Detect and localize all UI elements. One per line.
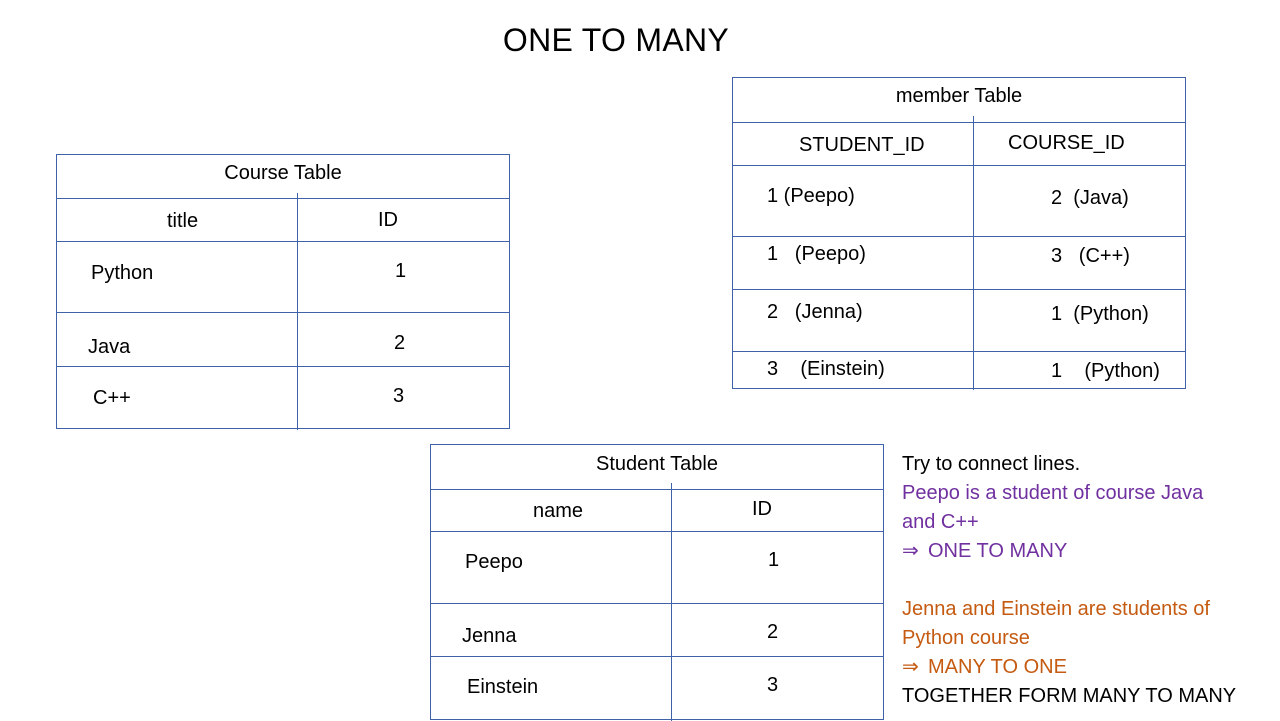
course-table-cell-id: 3 <box>393 385 405 407</box>
course-table-divider <box>57 241 509 242</box>
student-table-header-name: name <box>533 500 584 522</box>
implies-arrow-icon: ⇒ <box>902 540 919 562</box>
note-many-to-one-text: MANY TO ONE <box>928 656 1067 678</box>
note-spacer <box>902 566 1272 595</box>
course-table-cell-title: Python <box>91 262 154 284</box>
course-table-cell-title: Java <box>88 336 131 358</box>
slide-title: ONE TO MANY <box>502 22 730 58</box>
student-table-cell-name: Jenna <box>462 625 517 647</box>
student-table-cell-id: 3 <box>767 674 779 696</box>
course-table-header-title: title <box>167 210 199 232</box>
member-table-divider <box>733 351 1185 352</box>
course-table-cell-id: 2 <box>394 332 406 354</box>
student-table-title: Student Table <box>431 445 883 490</box>
student-table-cell-name: Peepo <box>465 551 523 573</box>
note-many-to-one: ⇒ MANY TO ONE <box>902 653 1272 682</box>
member-table-divider <box>733 289 1185 290</box>
course-table-divider <box>57 312 509 313</box>
member-table-divider <box>733 165 1185 166</box>
member-table-divider <box>733 236 1185 237</box>
member-table-cell-student: 2 (Jenna) <box>767 301 863 323</box>
member-table-cell-course: 2 (Java) <box>1051 187 1129 209</box>
student-table: Student Table name ID Peepo 1 Jenna 2 Ei… <box>430 444 884 721</box>
member-table-cell-student: 3 (Einstein) <box>767 358 885 380</box>
note-instruction: Try to connect lines. <box>902 453 1081 475</box>
note-purple-line: Peepo is a student of course Java <box>902 482 1204 504</box>
note-one-to-many-text: ONE TO MANY <box>928 540 1068 562</box>
student-table-cell-name: Einstein <box>467 676 539 698</box>
member-table-cell-student: 1 (Peepo) <box>767 243 866 265</box>
course-table-title: Course Table <box>57 155 509 199</box>
student-table-divider <box>431 531 883 532</box>
member-table-cell-course: 1 (Python) <box>1051 303 1149 325</box>
student-table-divider <box>431 603 883 604</box>
note-orange-line: Jenna and Einstein are students of <box>902 598 1210 620</box>
member-table-cell-student: 1 (Peepo) <box>767 185 855 207</box>
student-table-cell-id: 1 <box>768 549 780 571</box>
member-table-cell-course: 3 (C++) <box>1051 245 1130 267</box>
note-orange-line: Python course <box>902 627 1030 649</box>
member-table-header-course-id: COURSE_ID <box>1008 132 1125 154</box>
member-table-cell-course: 1 (Python) <box>1051 360 1160 382</box>
note-purple-line: and C++ <box>902 511 979 533</box>
course-table-divider <box>57 366 509 367</box>
member-table-title: member Table <box>733 78 1185 123</box>
note-conclusion: TOGETHER FORM MANY TO MANY <box>902 685 1237 707</box>
implies-arrow-icon: ⇒ <box>902 656 919 678</box>
course-table-cell-id: 1 <box>395 260 407 282</box>
course-table-header-id: ID <box>378 209 398 231</box>
member-table: member Table STUDENT_ID COURSE_ID 1 (Pee… <box>732 77 1186 390</box>
student-table-column-divider <box>671 483 672 721</box>
member-table-header-student-id: STUDENT_ID <box>799 134 925 156</box>
student-table-cell-id: 2 <box>767 621 779 643</box>
explanation-notes: Try to connect lines. Peepo is a student… <box>902 450 1272 711</box>
student-table-divider <box>431 656 883 657</box>
course-table-cell-title: C++ <box>93 387 131 409</box>
student-table-header-id: ID <box>752 498 772 520</box>
course-table: Course Table title ID Python 1 Java 2 C+… <box>56 154 510 430</box>
member-table-column-divider <box>973 116 974 390</box>
course-table-column-divider <box>297 193 298 430</box>
note-one-to-many: ⇒ ONE TO MANY <box>902 537 1272 566</box>
